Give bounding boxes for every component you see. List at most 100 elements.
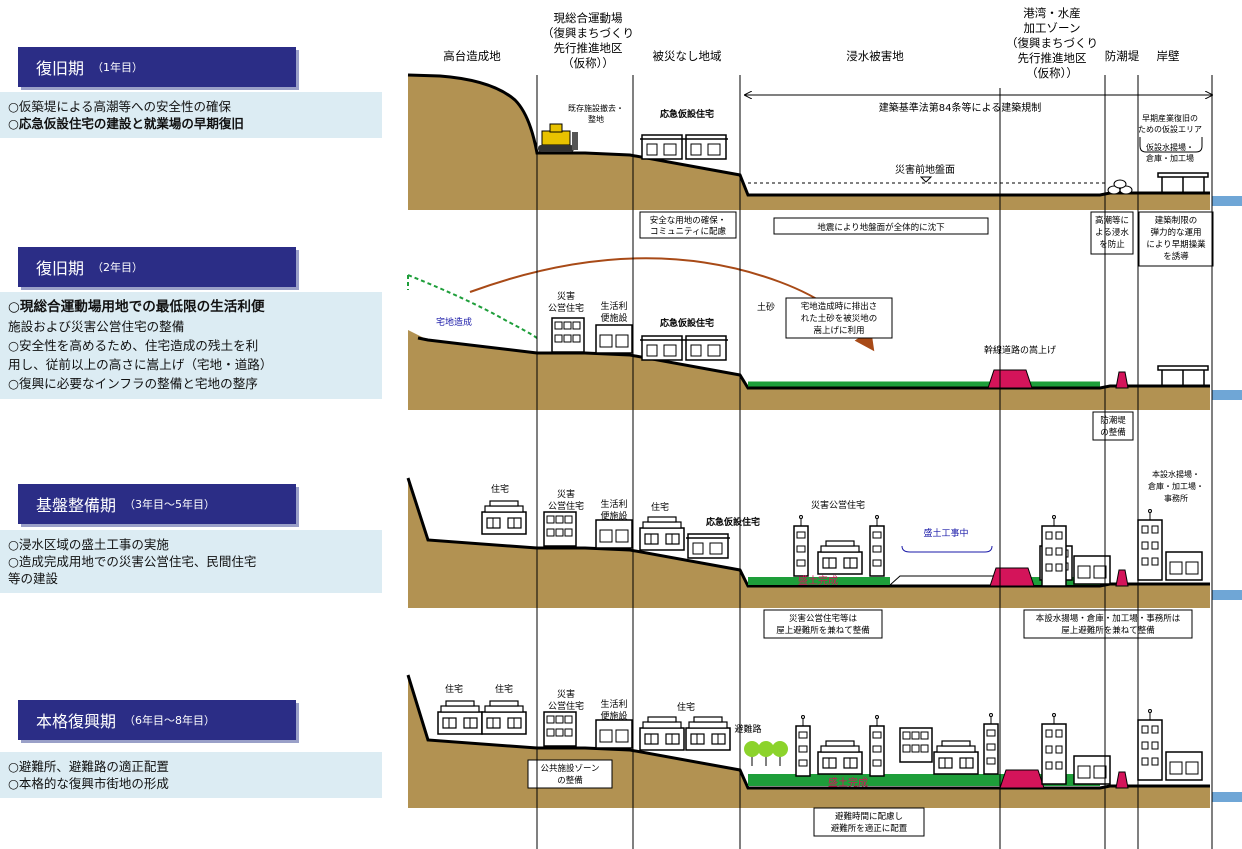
convenience-facility-icon: [595, 324, 633, 354]
svg-text:倉庫・加工場: 倉庫・加工場: [1146, 153, 1194, 163]
seawall-construction-note: 防潮堤 の整備: [1100, 415, 1126, 438]
svg-text:弾力的な運用: 弾力的な運用: [1150, 227, 1201, 238]
svg-text:防潮堤: 防潮堤: [1100, 415, 1126, 426]
phase-1-section: 既存施設撤去・ 整地 応急仮設住宅 建築基準法第84条等による建築規制 早期産業…: [407, 73, 1242, 267]
svg-text:建築制限の: 建築制限の: [1155, 215, 1198, 226]
convenience-facility-icon: [595, 719, 633, 749]
column-header-flooded: 浸水被害地: [846, 49, 904, 63]
svg-text:屋上避難所を兼ねて整備: 屋上避難所を兼ねて整備: [776, 625, 870, 636]
temp-housing-icon: [685, 533, 731, 559]
svg-text:高潮等に: 高潮等に: [1095, 215, 1129, 226]
seawall-icon: [1115, 569, 1129, 587]
note-flexible-regulation: 建築制限の 弾力的な運用 により早期操業 を誘導: [1146, 215, 1206, 262]
column-header-highland: 高台造成地: [443, 49, 501, 63]
fish-facility-icon: [1165, 551, 1203, 581]
svg-text:災害: 災害: [557, 488, 575, 500]
phase3-temp-housing-label: 応急仮設住宅: [706, 516, 760, 528]
house-icon: [639, 516, 685, 551]
temp-housing-icon: [683, 134, 729, 160]
svg-text:よる浸水: よる浸水: [1095, 227, 1129, 238]
phase-3-section: 住宅 災害 公営住宅 生活利 便施設 住宅 応急仮設住宅 災害公営住宅 盛土工事…: [406, 469, 1242, 639]
sandbag-icon: [1107, 179, 1133, 195]
column-header-port-zone: 港湾・水産 加工ゾーン （復興まちづくり 先行推進地区 （仮称））: [1006, 6, 1098, 80]
apartment-icon: [899, 727, 933, 763]
evacuation-road-label: 避難路: [734, 723, 761, 735]
svg-text:安全な用地の確保・: 安全な用地の確保・: [650, 215, 727, 226]
temp-fish-facility-icon: [1157, 172, 1209, 194]
svg-text:整地: 整地: [588, 114, 604, 124]
svg-text:嵩上げに利用: 嵩上げに利用: [813, 325, 864, 336]
note-disaster-housing-shelter: 災害公営住宅等は 屋上避難所を兼ねて整備: [776, 613, 870, 636]
phase-4-section: 住宅 住宅 災害 公営住宅 生活利 便施設 住宅 避難路 盛土完成: [406, 674, 1242, 837]
note-evacuation-placement: 避難時間に配慮し 避難所を適正に配置: [831, 811, 908, 834]
svg-text:港湾・水産: 港湾・水産: [1023, 6, 1081, 20]
fish-building-tower-icon: [1137, 508, 1163, 581]
note-ground-subsidence: 地震により地盤面が全体的に沈下: [817, 222, 945, 233]
fish-building-tower-icon: [1041, 514, 1067, 587]
disaster-housing-tower-icon: [793, 514, 809, 577]
svg-text:により早期操業: により早期操業: [1146, 239, 1206, 250]
raised-road-icon: [989, 567, 1035, 587]
svg-text:避難時間に配慮し: 避難時間に配慮し: [835, 811, 903, 822]
temp-housing-icon: [683, 335, 729, 361]
phase3-fish-label: 本設水揚場・ 倉庫・加工場・ 事務所: [1148, 469, 1204, 503]
phase1-demolish-label: 既存施設撤去・ 整地: [568, 103, 624, 124]
house-icon: [817, 740, 863, 775]
phase-3-description: ○浸水区域の盛土工事の実施 ○造成完成用地での災害公営住宅、民間住宅 等の建設: [0, 530, 382, 593]
svg-text:生活利: 生活利: [600, 698, 627, 710]
tree-icon: [757, 740, 775, 767]
fish-facility-icon: [1165, 751, 1203, 781]
svg-text:避難所を適正に配置: 避難所を適正に配置: [831, 823, 908, 834]
svg-text:本設水揚場・倉庫・加工場・事務所は: 本設水揚場・倉庫・加工場・事務所は: [1036, 613, 1181, 624]
svg-text:屋上避難所を兼ねて整備: 屋上避難所を兼ねて整備: [1061, 625, 1155, 636]
svg-text:コミュニティに配慮: コミュニティに配慮: [650, 226, 726, 237]
house-icon: [481, 500, 527, 535]
svg-text:れた土砂を被災地の: れた土砂を被災地の: [801, 313, 878, 324]
phase4-house3-label: 住宅: [677, 701, 695, 713]
svg-text:早期産業復旧の: 早期産業復旧の: [1142, 113, 1198, 123]
svg-text:倉庫・加工場・: 倉庫・加工場・: [1148, 481, 1204, 491]
phase4-convenience-label: 生活利 便施設: [600, 698, 627, 722]
phase2-disaster-housing-label: 災害 公営住宅: [548, 290, 584, 314]
phase4-fill-complete-label: 盛土完成: [828, 776, 868, 789]
svg-text:生活利: 生活利: [600, 300, 627, 312]
phase3-house-label: 住宅: [491, 483, 509, 495]
column-header-undamaged: 被災なし地域: [653, 49, 722, 63]
svg-text:公営住宅: 公営住宅: [548, 302, 584, 314]
phase4-house1-label: 住宅: [445, 683, 463, 695]
svg-text:便施設: 便施設: [600, 510, 627, 522]
phase-3-title: 基盤整備期（3年目～5年目）: [18, 484, 296, 524]
svg-text:の整備: の整備: [1100, 427, 1126, 438]
house-icon: [685, 716, 731, 751]
phase-4-description: ○避難所、避難路の適正配置 ○本格的な復興市街地の形成: [0, 752, 382, 798]
road-raising-label: 幹線道路の嵩上げ: [984, 344, 1056, 356]
svg-text:先行推進地区: 先行推進地区: [1018, 51, 1087, 65]
column-header-seawall: 防潮堤: [1105, 49, 1140, 63]
convenience-facility-icon: [595, 519, 633, 549]
svg-text:の整備: の整備: [557, 775, 583, 786]
tree-icon: [743, 740, 761, 767]
phase-2-title: 復旧期（2年目）: [18, 247, 296, 287]
shelter-tower-icon: [869, 714, 885, 777]
phase3-convenience-label: 生活利 便施設: [600, 498, 627, 522]
pre-disaster-ground-label: 災害前地盤面: [895, 163, 955, 176]
tree-icon: [771, 740, 789, 767]
svg-text:災害: 災害: [557, 688, 575, 700]
note-fish-facility-shelter: 本設水揚場・倉庫・加工場・事務所は 屋上避難所を兼ねて整備: [1036, 613, 1181, 636]
svg-text:災害: 災害: [557, 290, 575, 302]
seawall-icon: [1115, 371, 1129, 389]
house-icon: [437, 700, 483, 735]
svg-text:加工ゾーン: 加工ゾーン: [1024, 21, 1081, 35]
svg-text:事務所: 事務所: [1164, 493, 1188, 503]
raised-road-icon: [999, 769, 1045, 789]
phase-4-title: 本格復興期（6年目～8年目）: [18, 700, 296, 740]
column-header-quay: 岸壁: [1157, 49, 1180, 63]
phase4-house2-label: 住宅: [495, 683, 513, 695]
fish-building-tower-icon: [1137, 708, 1163, 781]
shelter-tower-icon: [983, 712, 999, 775]
disaster-housing-tower-icon: [869, 514, 885, 577]
svg-text:（復興まちづくり: （復興まちづくり: [1006, 36, 1098, 50]
house-icon: [817, 540, 863, 575]
svg-text:ための仮設エリア: ための仮設エリア: [1138, 124, 1202, 134]
house-icon: [933, 740, 979, 775]
